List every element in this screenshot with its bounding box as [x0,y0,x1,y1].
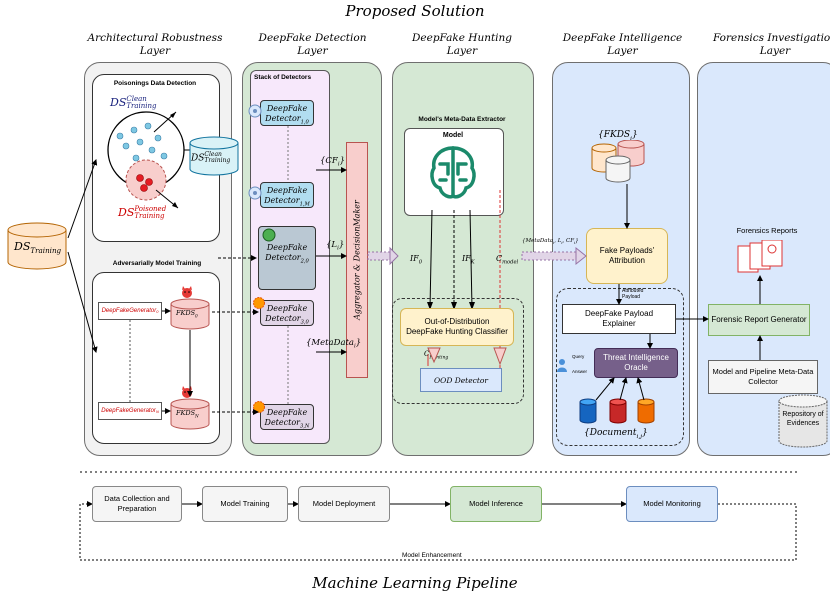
fkds-set-label: {FKDSi} [598,130,638,142]
oracle-box: Threat Intelligence Oracle [594,348,678,378]
network-icon [248,104,262,118]
chunting-label: CHunting [424,350,449,361]
if0-label: IF0 [410,254,423,266]
poison-title: Poisonings Data Detection [113,80,197,87]
devil-icon [182,286,192,298]
generator-dotted-link [129,320,131,402]
report-document-icon [737,240,783,273]
pipeline-step-model-training: Model Training [202,486,288,522]
query-label: Query [572,354,585,359]
repository-cylinder: Repository of Evidences [778,394,828,448]
detector-dotted-links [287,126,289,404]
fkds0-cylinder: FKDS0 [170,298,210,330]
pipeline-step-data-collection: Data Collection and Preparation [92,486,182,522]
reports-title: Forensics Reports [736,226,798,235]
pipeline-enhancement-label: Model Enhancement [400,552,464,559]
meta-arrow-label: {MetaDatai, Li, CFi} [522,238,579,246]
explainer-box: DeepFake Payload Explainer [562,304,676,334]
pipeline-step-model-inference: Model Inference [450,486,542,522]
answer-label: Answer [572,369,588,374]
user-icon [557,359,567,372]
page-title: Proposed Solution [345,2,485,20]
hunting-dashed-group [392,298,524,404]
pipeline-title: Machine Learning Pipeline [312,574,518,592]
attributed-label: Attributed Payload [622,288,644,300]
model-label: Model [442,132,464,139]
brain-icon [262,228,276,242]
gear-icon [253,297,265,309]
li-label: {Li} [326,240,345,252]
adv-title: Adversarially Model Training [112,260,202,267]
ood-detector-box: OOD Detector [420,368,502,392]
ood-classifier-box: Out-of-Distribution DeepFake Hunting Cla… [400,308,514,346]
attribution-box: Fake Payloads' Attribution [586,228,668,284]
ds-training-cylinder: DSTraining [6,222,68,270]
cf-label: {CFi} [320,156,345,168]
document-cylinders [579,398,655,424]
ifk-label: IFK [462,254,475,266]
stack-title: Stack of Detectors [254,74,312,81]
pipeline-step-model-monitoring: Model Monitoring [626,486,718,522]
meta-label: {MetaDatai} [306,338,362,350]
report-generator-box: Forensic Report Generator [708,304,810,336]
fkds-set-cylinders [591,140,645,183]
cluster-diagram [107,111,194,209]
pipeline-step-model-deployment: Model Deployment [298,486,390,522]
network-icon [248,186,262,200]
documents-label: {Documenti,j} [584,428,648,440]
brain-circuit-icon [430,146,476,199]
cmodel-label: Cmodel [496,254,519,266]
intelligence-dashed-group [556,288,684,446]
collector-box: Model and Pipeline Meta-Data Collector [708,360,818,394]
extractor-title: Model's Meta-Data Extractor [418,116,506,123]
fkdsn-cylinder: FKDSN [170,398,210,430]
